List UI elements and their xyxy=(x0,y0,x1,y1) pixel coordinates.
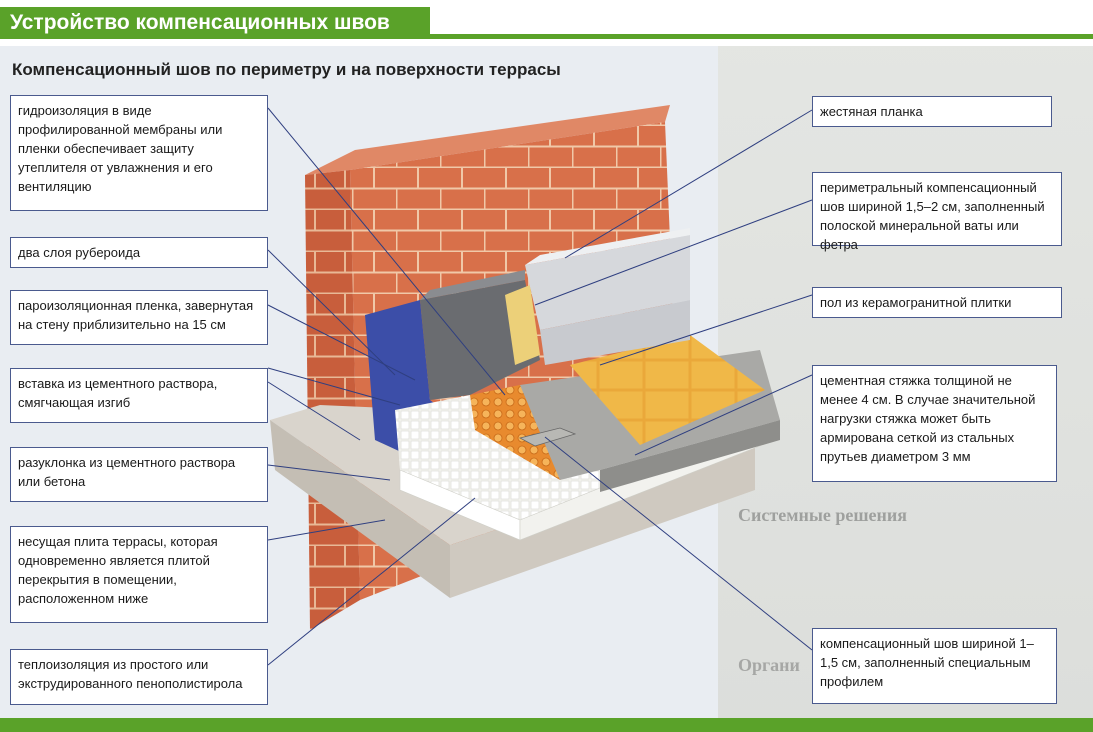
tile-floor xyxy=(570,335,765,445)
label-insulation: теплоизоляция из простого или экструдиро… xyxy=(10,649,268,705)
expansion-joint-profile xyxy=(518,427,577,447)
label-tile-floor: пол из керамогранитной плитки xyxy=(812,287,1062,318)
label-tin-flashing: жестяная планка xyxy=(812,96,1052,127)
leader-lines-left xyxy=(267,107,506,666)
label-membrane: гидроизоляция в виде профилированной мем… xyxy=(10,95,268,211)
ghost-heading-1: Системные решения xyxy=(738,505,908,525)
label-perimeter-joint: периметральный компенсационный шов ширин… xyxy=(812,172,1062,252)
label-cement-screed: цементная стяжка толщиной не менее 4 см.… xyxy=(812,365,1057,482)
header-rule xyxy=(430,34,1093,39)
label-load-slab: несущая плита террасы, которая одновреме… xyxy=(10,526,268,623)
slab-side xyxy=(270,420,450,598)
label-expansion-joint: компенсационный шов шириной 1–1,5 см, за… xyxy=(812,628,1057,704)
label-slope-screed: разуклонка из цементного раствора или бе… xyxy=(10,447,268,502)
leader-lines-right xyxy=(534,109,813,651)
wall-top xyxy=(305,105,670,175)
label-vapor-barrier: пароизоляционная пленка, завернутая на с… xyxy=(10,290,268,345)
bottom-bar xyxy=(0,718,1093,732)
slab-front xyxy=(450,445,755,598)
label-cement-insert: вставка из цементного раствора, смягчающ… xyxy=(10,368,268,423)
label-ruberoid: два слоя рубероида xyxy=(10,237,268,268)
page-title: Устройство компенсационных швов xyxy=(0,7,430,39)
mineral-wool-strip xyxy=(505,285,540,365)
ghost-heading-2: Органи xyxy=(738,655,800,675)
tin-flashing xyxy=(525,235,690,330)
figure-subtitle: Компенсационный шов по периметру и на по… xyxy=(12,60,561,79)
